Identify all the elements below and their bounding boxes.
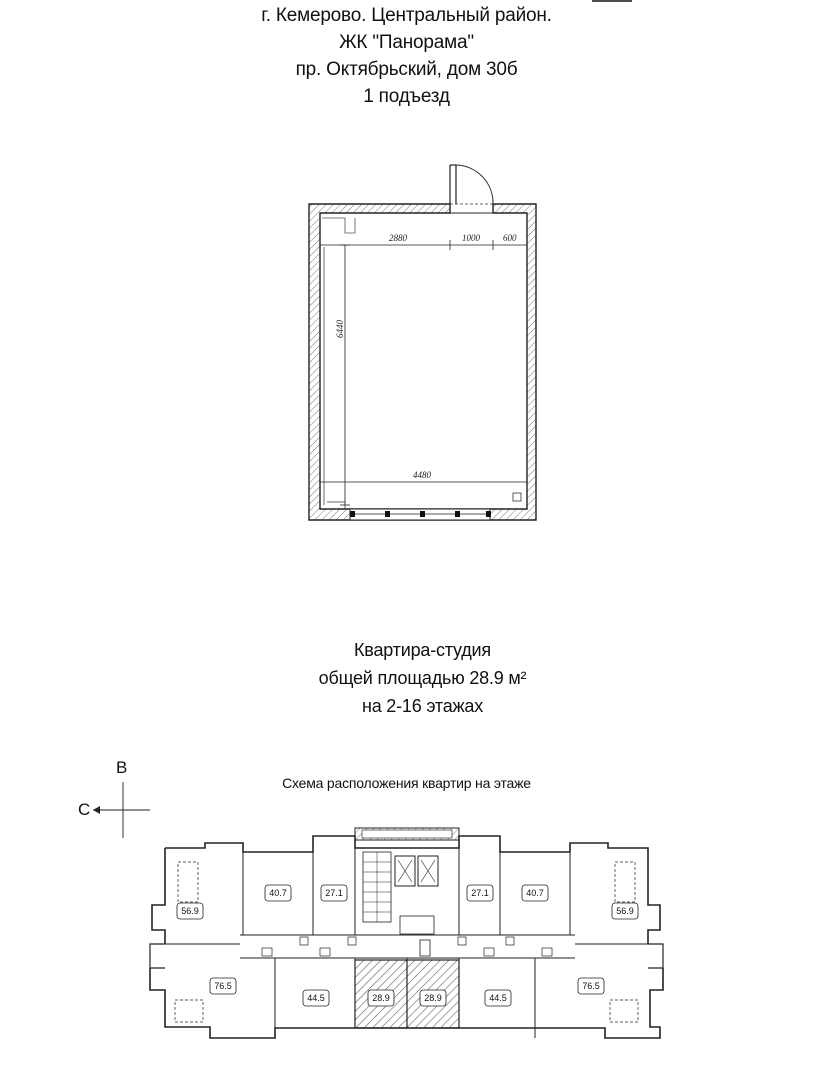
bottom-dimension: 4480 xyxy=(319,470,528,487)
description-area: общей площадью 28.9 м² xyxy=(318,668,527,688)
apt-lower-2: 44.5 xyxy=(302,989,330,1007)
apt-upper-1: 56.9 xyxy=(176,902,204,920)
svg-text:28.9: 28.9 xyxy=(372,993,390,1003)
apt-upper-3: 27.1 xyxy=(320,884,348,902)
entrance-door xyxy=(449,164,494,214)
svg-text:44.5: 44.5 xyxy=(307,993,325,1003)
dim-4480: 4480 xyxy=(413,470,432,480)
arrow-left-icon xyxy=(93,806,100,814)
description-type: Квартира-студия xyxy=(354,640,491,660)
window xyxy=(349,508,491,521)
apt-upper-6: 56.9 xyxy=(611,902,639,920)
apt-lower-6: 76.5 xyxy=(577,977,605,995)
description-floors: на 2-16 этажах xyxy=(361,696,484,716)
compass-north-label: В xyxy=(116,758,128,777)
header-entrance: 1 подъезд xyxy=(363,86,450,107)
svg-text:40.7: 40.7 xyxy=(526,888,544,898)
header-address: пр. Октябрьский, дом 30б xyxy=(295,59,518,80)
svg-text:76.5: 76.5 xyxy=(214,981,232,991)
svg-text:28.9: 28.9 xyxy=(424,993,442,1003)
compass-west-label: С xyxy=(78,800,91,819)
floor-scheme xyxy=(149,827,664,1039)
compass xyxy=(93,782,150,838)
apt-lower-3: 28.9 xyxy=(367,989,395,1007)
svg-text:40.7: 40.7 xyxy=(269,888,287,898)
apt-lower-4: 28.9 xyxy=(419,989,447,1007)
apt-upper-2: 40.7 xyxy=(264,884,292,902)
svg-text:56.9: 56.9 xyxy=(181,906,199,916)
apartment-labels: 56.9 40.7 27.1 27.1 40.7 56.9 76.5 44.5 … xyxy=(176,884,639,1007)
svg-text:27.1: 27.1 xyxy=(325,888,343,898)
dim-1000: 1000 xyxy=(462,233,481,243)
header-complex: ЖК "Панорама" xyxy=(339,32,474,53)
apt-upper-5: 40.7 xyxy=(521,884,549,902)
svg-text:44.5: 44.5 xyxy=(489,993,507,1003)
header-city: г. Кемерово. Центральный район. xyxy=(261,5,552,26)
dim-2880: 2880 xyxy=(389,233,408,243)
apartment-description: Квартира-студия общей площадью 28.9 м² н… xyxy=(0,636,813,720)
apt-lower-1: 76.5 xyxy=(209,977,237,995)
left-dimension: 6440 xyxy=(335,244,350,506)
header: г. Кемерово. Центральный район. ЖК "Пано… xyxy=(0,2,813,110)
svg-text:56.9: 56.9 xyxy=(616,906,634,916)
apt-lower-5: 44.5 xyxy=(484,989,512,1007)
scheme-title: Схема расположения квартир на этаже xyxy=(282,775,531,791)
apt-upper-4: 27.1 xyxy=(466,884,494,902)
svg-text:76.5: 76.5 xyxy=(582,981,600,991)
apartment-plan: 2880 1000 600 6440 4480 xyxy=(308,164,537,521)
dim-600: 600 xyxy=(503,233,517,243)
dim-6440: 6440 xyxy=(335,320,345,339)
svg-text:27.1: 27.1 xyxy=(471,888,489,898)
top-dimension: 2880 1000 600 xyxy=(319,233,528,250)
